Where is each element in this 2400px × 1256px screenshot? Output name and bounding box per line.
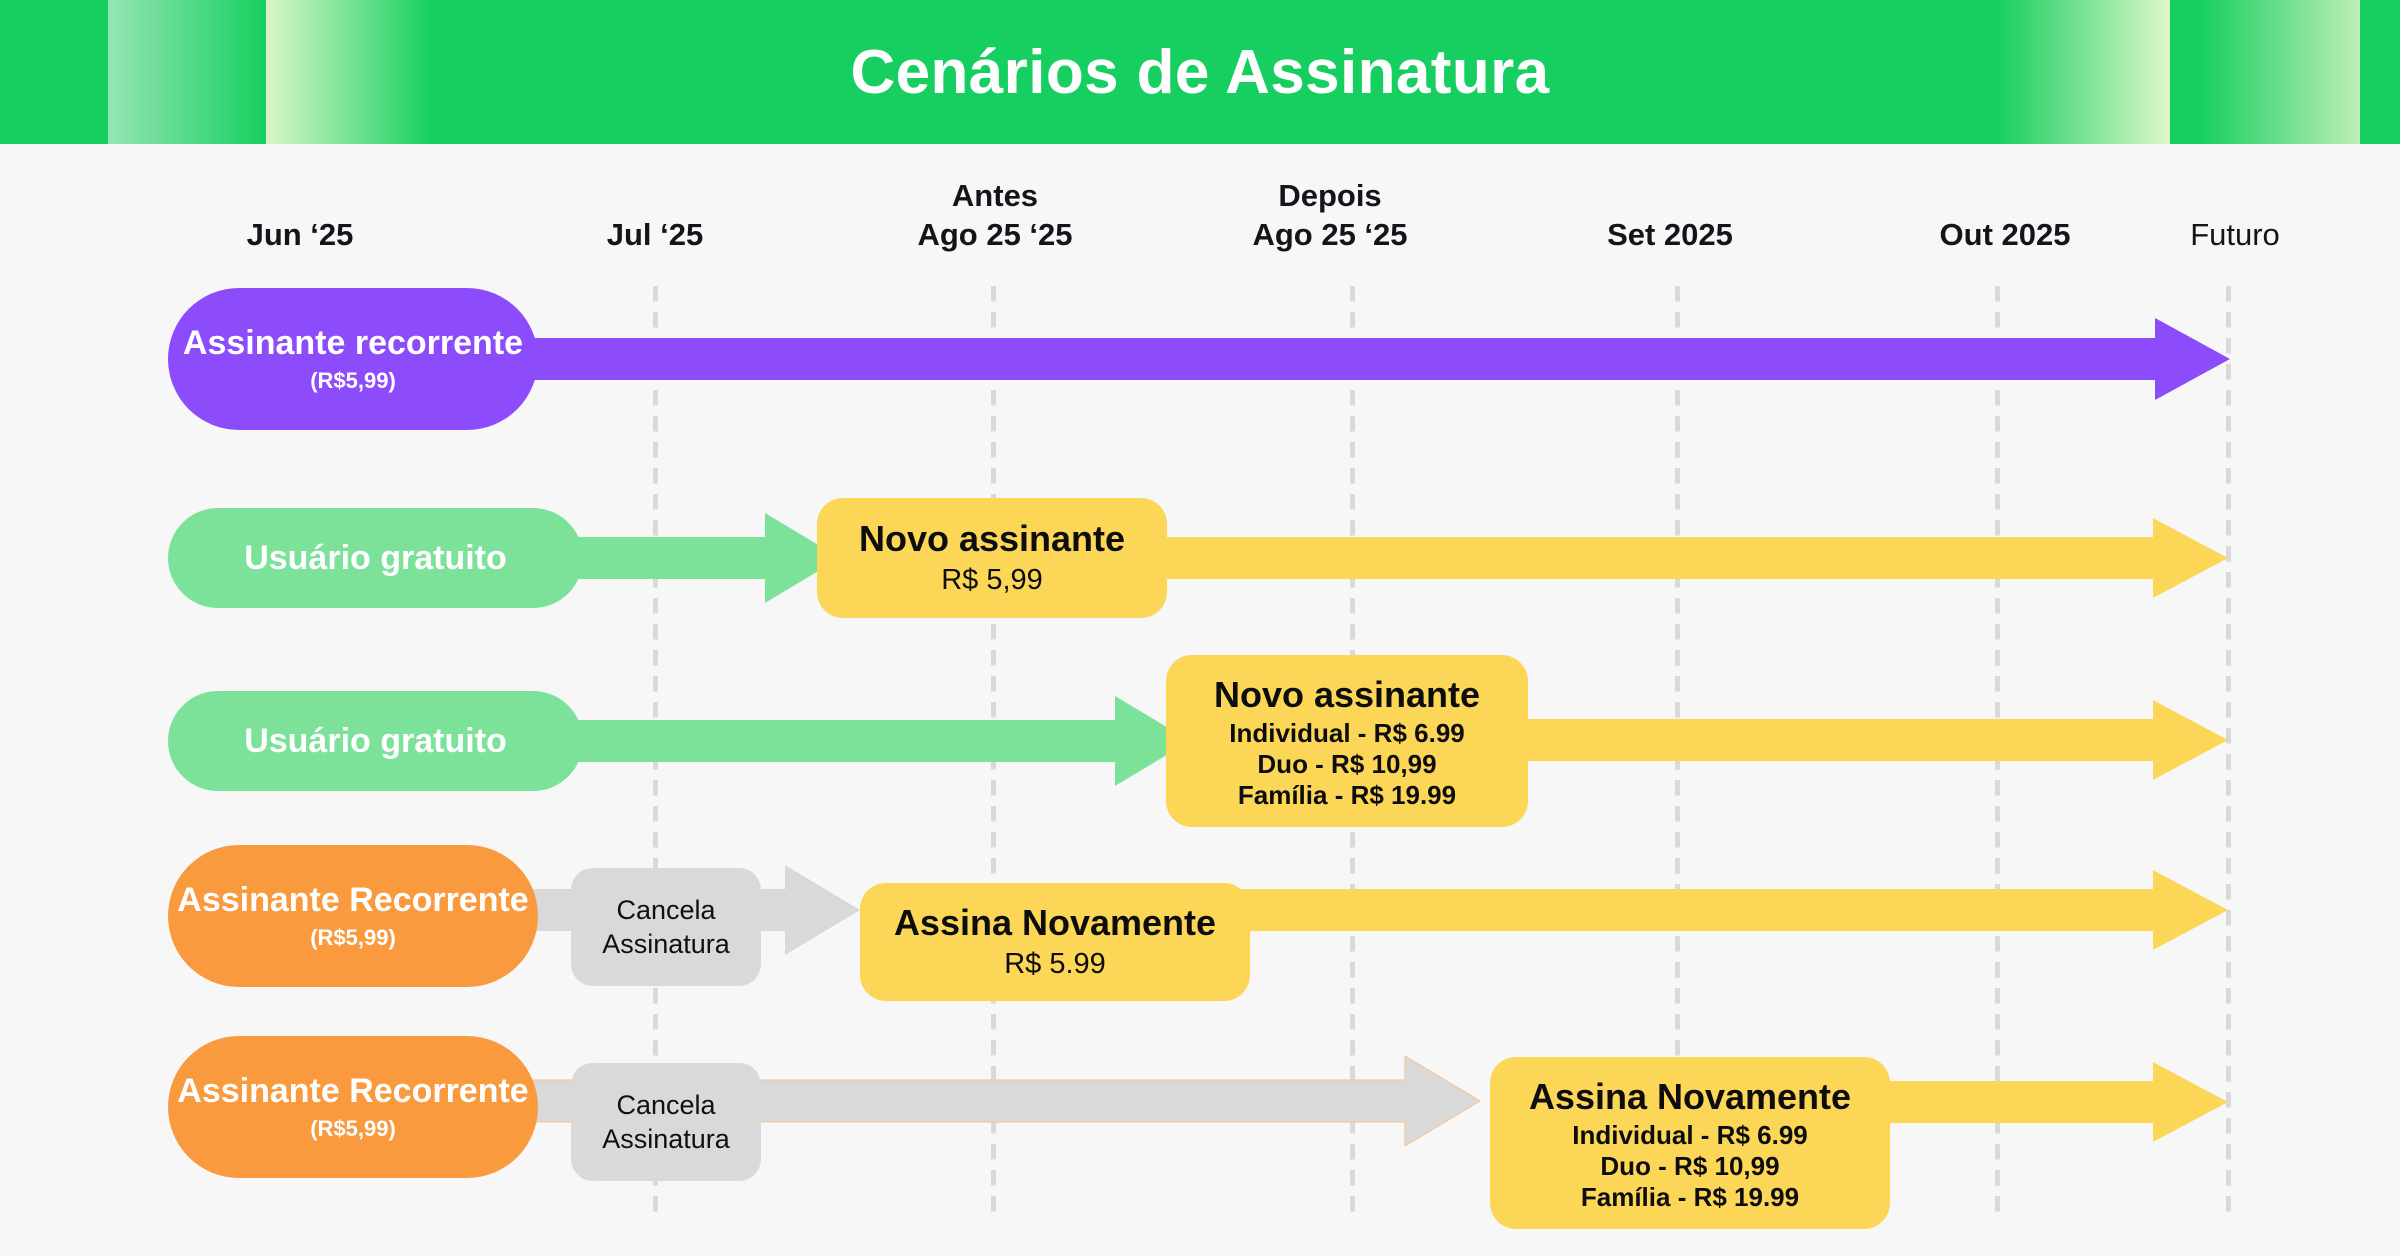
header-gradient-band [1998,0,2170,144]
timeline-column-set-2025: Set 2025 [1607,217,1733,252]
timeline-column-futuro: Futuro [2190,217,2280,252]
node-price: (R$5,99) [310,367,396,393]
cancel-label: Cancela Assinatura [602,895,730,959]
header-gradient-band [108,0,266,144]
node-assinante-recorrente[interactable]: Assinante Recorrente (R$5,99) [168,1036,538,1178]
node-assinante-recorrente[interactable]: Assinante Recorrente (R$5,99) [168,845,538,987]
purple-timeline-arrow [300,318,2230,400]
timeline-column-jul-25: Jul ‘25 [606,217,704,252]
box-title: Novo assinante [858,518,1126,559]
box-line-individual: Individual - R$ 6.99 [1572,1119,1808,1150]
node-label: Usuário gratuito [244,539,507,577]
node-label: Assinante Recorrente [177,1071,529,1110]
box-line: R$ 5.99 [1004,948,1106,980]
resubscribe-box[interactable]: Assina Novamente R$ 5.99 [860,883,1250,1001]
green-transition-arrow [300,696,1190,786]
node-price: (R$5,99) [310,924,396,950]
box-line-familia: Família - R$ 19.99 [1237,779,1457,810]
box-line-individual: Individual - R$ 6.99 [1229,717,1465,748]
new-subscriber-tiers-box[interactable]: Novo assinante Individual - R$ 6.99 Duo … [1166,655,1528,827]
cancel-subscription-node[interactable]: Cancela Assinatura [571,868,761,986]
box-title: Assina Novamente [1528,1075,1852,1117]
node-price: (R$5,99) [310,1115,396,1141]
cancel-subscription-node[interactable]: Cancela Assinatura [571,1063,761,1181]
timeline-column-out-2025: Out 2025 [1939,217,2071,252]
page-title: Cenários de Assinatura [850,37,1550,107]
page-header: Cenários de Assinatura [0,0,2400,144]
yellow-continuation-arrow [1100,518,2228,598]
gridline-futuro [2226,286,2231,1216]
header-gradient-band [2200,0,2360,144]
box-line-duo: Duo - R$ 10,99 [1600,1150,1780,1181]
node-label: Assinante recorrente [182,323,524,362]
header-gradient-band [266,0,432,144]
resubscribe-tiers-box[interactable]: Assina Novamente Individual - R$ 6.99 Du… [1490,1057,1890,1229]
node-label: Usuário gratuito [244,722,507,760]
timeline-column-antes-ago-25: Antes Ago 25 ‘25 [917,178,1073,252]
yellow-continuation-arrow [1480,700,2228,780]
box-title: Assina Novamente [893,902,1217,943]
box-title: Novo assinante [1213,673,1481,715]
node-assinante-recorrente[interactable]: Assinante recorrente (R$5,99) [168,288,538,430]
node-usuario-gratuito[interactable]: Usuário gratuito [168,691,583,791]
box-line-familia: Família - R$ 19.99 [1580,1181,1800,1212]
box-line: R$ 5,99 [941,564,1043,596]
node-label: Assinante Recorrente [177,880,529,919]
box-line-duo: Duo - R$ 10,99 [1257,748,1437,779]
cancel-label: Cancela Assinatura [602,1090,730,1154]
new-subscriber-box[interactable]: Novo assinante R$ 5,99 [817,498,1167,618]
yellow-continuation-arrow [1870,1062,2228,1142]
timeline-column-jun-25: Jun ‘25 [246,217,354,252]
yellow-continuation-arrow [1150,870,2228,950]
timeline-column-depois-ago-25: Depois Ago 25 ‘25 [1252,178,1408,252]
node-usuario-gratuito[interactable]: Usuário gratuito [168,508,583,608]
